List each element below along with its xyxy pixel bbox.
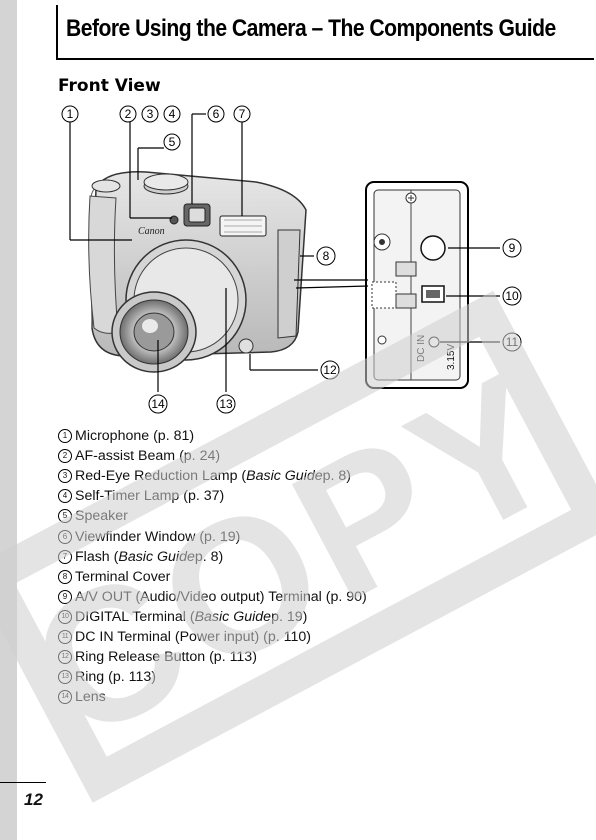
callout-11: 11 xyxy=(502,332,522,352)
item-text: Viewfinder Window (p. 19) xyxy=(75,528,241,545)
svg-text:5: 5 xyxy=(169,135,176,149)
terminal-panel-inset: DC IN 3.15V xyxy=(365,181,469,389)
callout-6: 6 xyxy=(207,105,225,123)
item-number-badge: 11 xyxy=(58,629,72,644)
callout-3: 3 xyxy=(141,105,159,123)
item-text: Terminal Cover xyxy=(75,568,171,585)
item-text: DC IN Terminal (Power input) (p. 110) xyxy=(75,628,312,645)
item-number-badge: 13 xyxy=(58,670,72,685)
camera-brand-label: Canon xyxy=(138,226,165,237)
svg-text:9: 9 xyxy=(509,241,516,255)
callout-10: 10 xyxy=(502,286,522,306)
page-number-rule xyxy=(0,782,46,783)
item-number-badge: 5 xyxy=(58,509,72,524)
item-text: Ring (p. 113) xyxy=(75,669,156,686)
item-reference-italic: Basic Guide xyxy=(194,608,272,625)
item-text: DIGITAL Terminal ( xyxy=(75,608,195,625)
page-title: Before Using the Camera – The Components… xyxy=(66,15,556,42)
svg-text:14: 14 xyxy=(151,397,165,411)
item-text: AF-assist Beam (p. 24) xyxy=(75,448,221,465)
svg-text:11: 11 xyxy=(506,335,519,349)
svg-text:6: 6 xyxy=(213,107,220,121)
callout-7: 7 xyxy=(233,105,251,123)
item-number-badge: 14 xyxy=(58,690,72,705)
callout-14: 14 xyxy=(148,394,168,414)
page-number: 12 xyxy=(24,790,43,809)
svg-text:2: 2 xyxy=(125,107,132,121)
svg-text:12: 12 xyxy=(323,363,337,377)
item-text-suffix: p. 8) xyxy=(194,548,224,565)
item-text-suffix: p. 19) xyxy=(271,608,308,625)
callout-12: 12 xyxy=(320,360,340,380)
svg-text:7: 7 xyxy=(239,107,246,121)
item-text: Red-Eye Reduction Lamp ( xyxy=(75,468,247,485)
item-number-badge: 1 xyxy=(58,429,72,444)
item-number-badge: 9 xyxy=(58,589,72,604)
section-title: Front View xyxy=(58,76,161,96)
callout-9: 9 xyxy=(502,238,522,258)
item-number-badge: 3 xyxy=(58,469,72,484)
svg-text:3: 3 xyxy=(147,107,154,121)
item-text: A/V OUT (Audio/Video output) Terminal (p… xyxy=(75,588,367,605)
callout-2: 2 xyxy=(119,105,137,123)
svg-text:10: 10 xyxy=(505,289,519,303)
item-number-badge: 8 xyxy=(58,569,72,584)
item-text: Microphone (p. 81) xyxy=(75,428,195,445)
item-number-badge: 7 xyxy=(58,549,72,564)
page-side-bar xyxy=(0,0,17,840)
camera-front-view-figure: Canon DC IN 3.15V xyxy=(61,105,522,414)
svg-text:8: 8 xyxy=(323,249,330,263)
item-text-suffix: p. 8) xyxy=(322,468,352,485)
item-text: Ring Release Button (p. 113) xyxy=(75,649,257,666)
item-text: Self-Timer Lamp (p. 37) xyxy=(75,488,225,505)
item-reference-italic: Basic Guide xyxy=(118,548,195,565)
item-text: Flash ( xyxy=(75,548,119,565)
svg-text:1: 1 xyxy=(67,107,74,121)
svg-text:4: 4 xyxy=(169,107,176,121)
callout-5: 5 xyxy=(163,133,181,151)
dc-in-port-label: DC IN xyxy=(416,335,427,362)
callout-4: 4 xyxy=(163,105,181,123)
page-header: Before Using the Camera – The Components… xyxy=(56,5,594,60)
item-number-badge: 2 xyxy=(58,449,72,464)
item-number-badge: 4 xyxy=(58,489,72,504)
svg-text:13: 13 xyxy=(219,397,233,411)
item-text: Speaker xyxy=(75,508,128,525)
item-number-badge: 6 xyxy=(58,529,72,544)
item-reference-italic: Basic Guide xyxy=(246,468,323,485)
item-number-badge: 10 xyxy=(58,609,72,624)
callout-8: 8 xyxy=(316,246,336,266)
voltage-port-label: 3.15V xyxy=(446,344,457,370)
callout-1: 1 xyxy=(61,105,79,123)
callout-13: 13 xyxy=(216,394,236,414)
item-number-badge: 12 xyxy=(58,650,72,665)
item-text: Lens xyxy=(75,689,106,706)
